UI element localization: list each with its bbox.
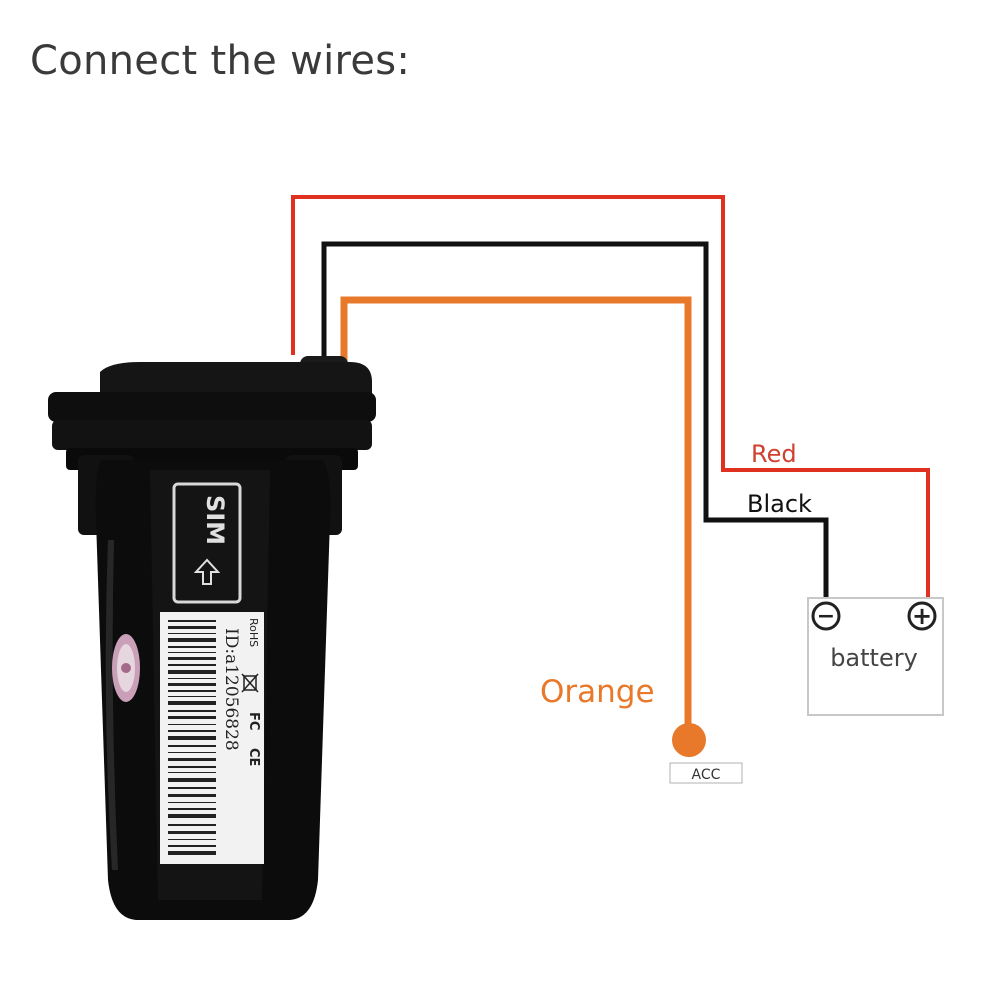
red-wire-label: Red xyxy=(751,440,797,468)
ce-mark: CE xyxy=(246,748,261,766)
battery-negative-symbol: − xyxy=(817,604,835,629)
sim-slot xyxy=(172,482,242,604)
device-id-text: ID:a12056828 xyxy=(221,628,241,751)
acc-label-box xyxy=(669,762,743,784)
fc-mark: FC xyxy=(246,712,261,730)
black-wire xyxy=(321,241,829,598)
battery-label: battery xyxy=(830,644,918,672)
rohs-mark: RoHS xyxy=(247,618,260,647)
gps-tracker-device: SIM xyxy=(48,356,376,920)
sim-label: SIM xyxy=(201,495,229,545)
battery-positive-terminal xyxy=(907,601,937,631)
arrow-down-icon xyxy=(193,558,221,585)
recycle-bin-icon xyxy=(241,673,259,693)
battery-positive-symbol: + xyxy=(912,602,932,630)
hologram-sticker-icon xyxy=(112,634,140,702)
barcode-icon xyxy=(168,620,216,855)
red-wire xyxy=(291,195,930,598)
orange-wire xyxy=(340,296,692,740)
acc-terminal-dot xyxy=(672,723,706,757)
black-wire-label: Black xyxy=(747,490,812,518)
orange-wire-label: Orange xyxy=(540,674,655,710)
page-title: Connect the wires: xyxy=(30,38,411,84)
battery-negative-terminal xyxy=(811,601,841,631)
acc-label: ACC xyxy=(692,767,721,783)
